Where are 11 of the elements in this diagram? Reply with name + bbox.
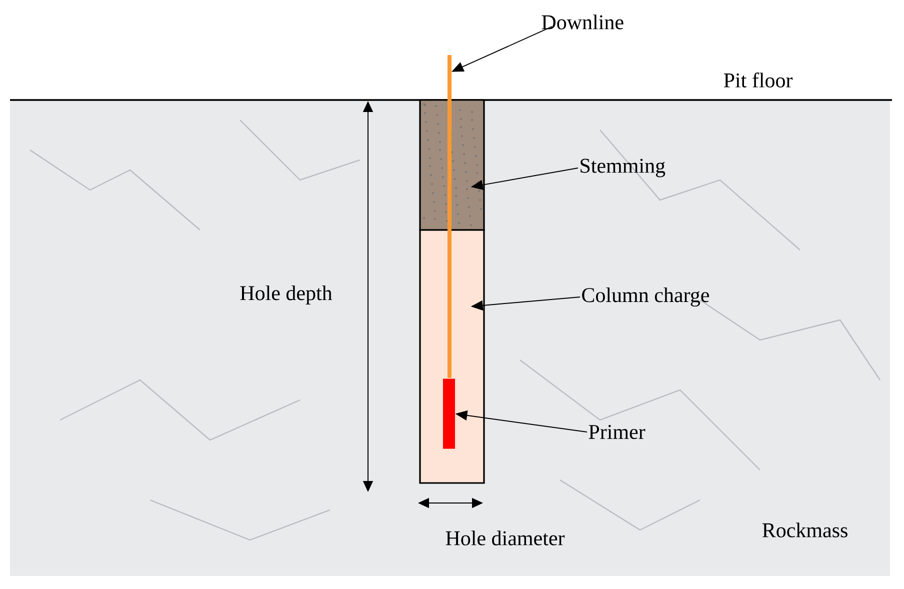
callout-text: Primer [588,424,646,440]
label-text: Hole depth [240,285,332,305]
downline [448,55,452,378]
label-text: Rockmass [762,522,848,538]
label-text: Pit floor [724,72,793,88]
callout-text: Column charge [582,287,709,307]
primer-cartridge [443,378,455,449]
callout-text: Stemming [580,158,666,178]
explosive-column [419,229,485,484]
label-text: Hole diameter [446,530,565,546]
callout-text: Downline [542,14,624,30]
